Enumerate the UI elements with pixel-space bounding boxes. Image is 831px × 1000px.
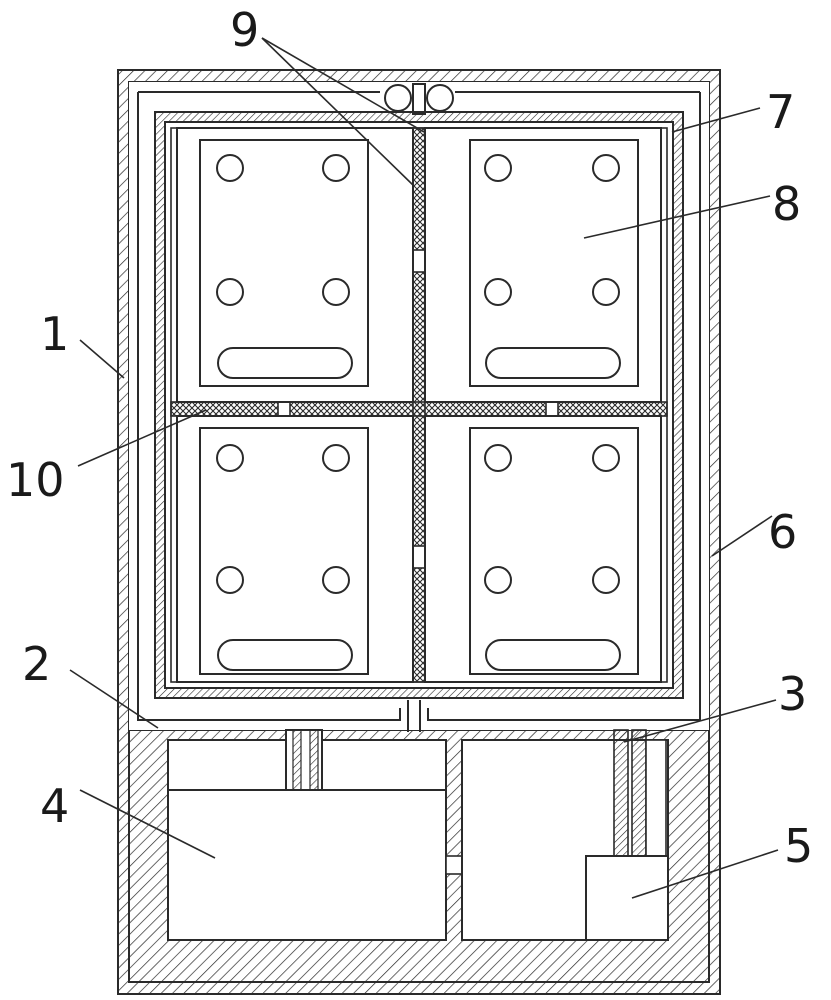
- cell-top-right: [424, 127, 662, 403]
- callout-4: 4: [40, 779, 69, 833]
- callout-1: 1: [40, 307, 69, 361]
- top-ports: [384, 83, 454, 115]
- callout-9: 9: [230, 3, 259, 57]
- base-connector: [445, 855, 463, 875]
- callout-10: 10: [6, 453, 65, 507]
- callout-6: 6: [768, 505, 797, 559]
- base-compartment-left: [167, 729, 447, 941]
- cell-top-left: [176, 127, 414, 403]
- callout-8: 8: [772, 177, 801, 231]
- cell-bottom-left: [176, 415, 414, 683]
- base-compartment-right: [461, 729, 669, 941]
- callout-7: 7: [766, 85, 795, 139]
- callout-5: 5: [784, 819, 813, 873]
- callout-labels: 1 2 3 4 5 6 7 8 9 10: [6, 3, 813, 873]
- callout-3: 3: [778, 667, 807, 721]
- callout-2: 2: [22, 637, 51, 691]
- cell-bottom-right: [424, 415, 662, 683]
- vertical-divider: [412, 127, 426, 683]
- leader-lines: [69, 37, 779, 899]
